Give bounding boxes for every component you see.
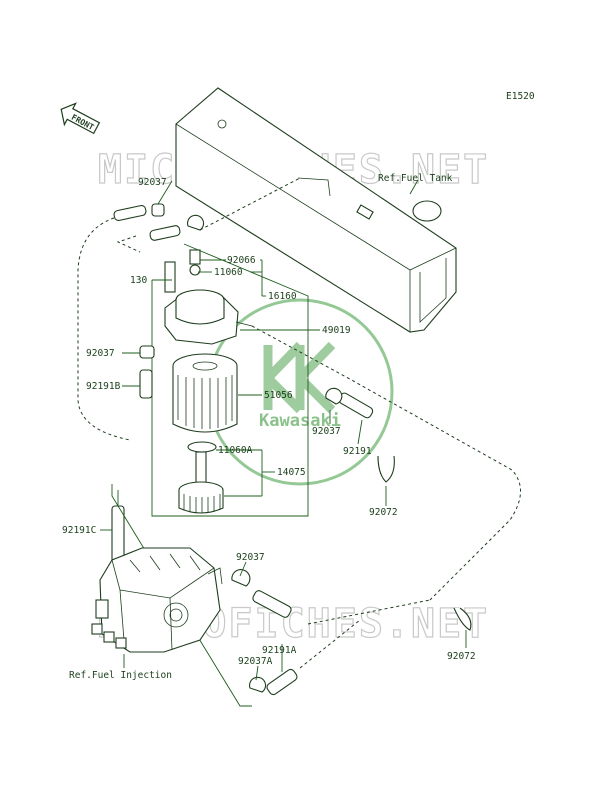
right-fuel-line <box>251 325 521 631</box>
ref-fuel-injection: Ref.Fuel Injection <box>69 670 172 681</box>
label-49019: 49019 <box>322 325 351 336</box>
label-92037-lower: 92037 <box>236 552 265 563</box>
label-16160: 16160 <box>268 291 297 302</box>
label-11060a: 11060A <box>218 445 253 456</box>
left-hose <box>111 345 155 565</box>
injection-pump <box>91 547 223 668</box>
upper-hoses <box>77 177 301 441</box>
ref-fuel-tank: Ref.Fuel Tank <box>378 173 453 184</box>
label-130: 130 <box>130 275 147 286</box>
o-ring <box>187 441 217 453</box>
label-92066: 92066 <box>227 255 256 266</box>
front-arrow: FRONT <box>60 102 101 135</box>
label-14075: 14075 <box>277 467 306 478</box>
label-92037-left: 92037 <box>86 348 115 359</box>
fuel-tank: Ref.Fuel Tank <box>175 87 457 333</box>
label-92191c: 92191C <box>62 525 96 536</box>
label-92037-top: 92037 <box>138 177 167 188</box>
diagram-code: E1520 <box>506 91 535 102</box>
label-92191b: 92191B <box>86 381 121 392</box>
bracket-frame <box>151 243 309 517</box>
kawasaki-k-icon <box>263 341 336 414</box>
label-92072-top: 92072 <box>369 507 398 518</box>
fuel-filter <box>172 353 238 433</box>
label-92037-right: 92037 <box>312 426 341 437</box>
kawasaki-wordmark: Kawasaki <box>259 411 341 431</box>
label-92191: 92191 <box>343 446 372 457</box>
part-labels: 92037 92066 130 11060 16160 49019 92037 … <box>62 177 476 681</box>
label-11060: 11060 <box>214 267 243 278</box>
label-92072-bottom: 92072 <box>447 651 476 662</box>
leader-lines <box>100 180 467 681</box>
filter-head <box>164 249 253 345</box>
label-51056: 51056 <box>264 390 293 401</box>
filter-bowl <box>178 451 224 514</box>
label-92037a: 92037A <box>238 656 273 667</box>
label-92191a: 92191A <box>262 645 297 656</box>
